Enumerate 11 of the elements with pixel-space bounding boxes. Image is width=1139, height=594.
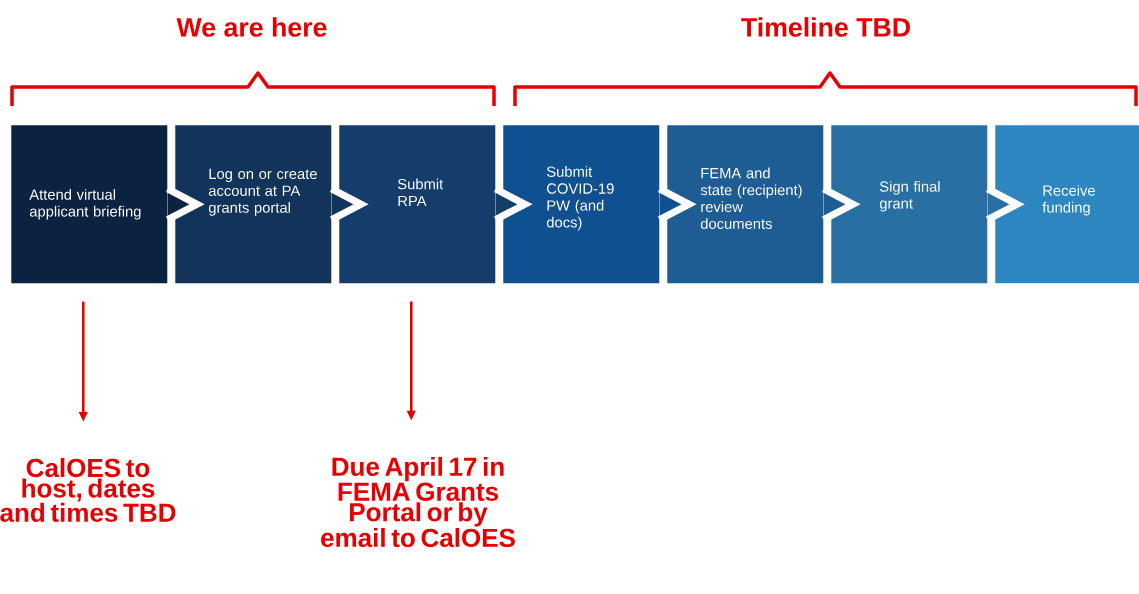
note-text: Due April 17 in FEMA Grants Portal or by email to CalOES [321,456,515,548]
process-box: Submit COVID-19 PW (and docs) [503,125,660,284]
process-box: Receive funding [995,125,1139,284]
process-box: Sign final grant [831,125,988,284]
note-text: CalOES to host, dates and times TBD [0,458,176,522]
section-title: Timeline TBD [741,17,910,37]
process-box: FEMA and state (recipient) review documents [667,125,824,284]
process-box: Log on or create account at PA grants portal [175,125,332,284]
process-box: Submit RPA [339,125,496,284]
process-box: Attend virtual applicant briefing [11,125,168,284]
section-title: We are here [176,17,327,37]
